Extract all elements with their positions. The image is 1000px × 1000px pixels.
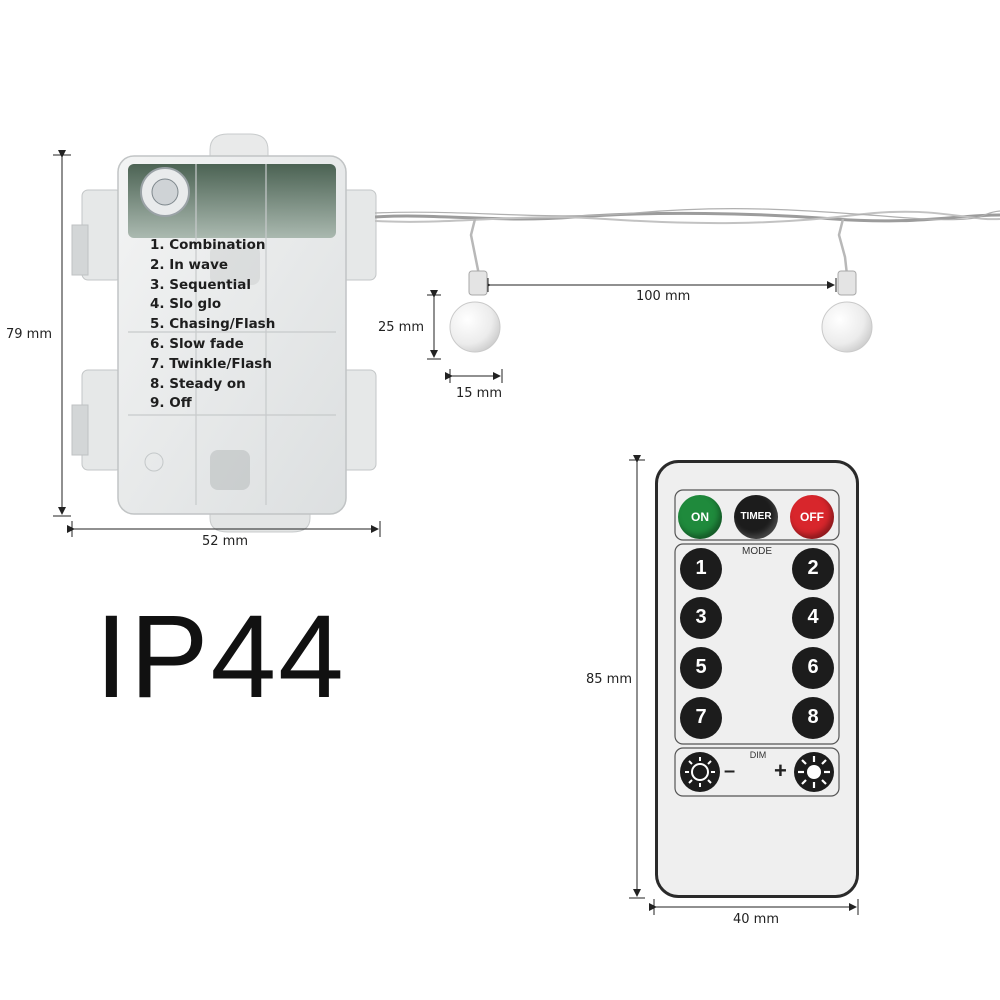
mode-item: 1. Combination xyxy=(150,237,266,253)
mode-item: 3. Sequential xyxy=(150,276,251,293)
remote-height-label: 85 mm xyxy=(586,672,633,687)
mode-label: MODE xyxy=(742,546,772,557)
mode-button-8-label: 8 xyxy=(807,706,819,728)
mode-item: 6. Slow fade xyxy=(150,335,244,352)
remote-width-label: 40 mm xyxy=(733,912,780,927)
mode-button-5[interactable] xyxy=(680,647,722,689)
mode-button-6[interactable] xyxy=(792,647,834,689)
mode-button-7-label: 7 xyxy=(695,706,707,728)
mode-button-2-label: 2 xyxy=(807,557,819,579)
mode-list: 1. Combination 2. In wave 3. Sequential … xyxy=(150,236,275,414)
bulb-socket xyxy=(468,270,488,296)
on-button[interactable] xyxy=(678,495,722,539)
off-button-label: OFF xyxy=(800,510,824,524)
mode-item: 4. Slo glo xyxy=(150,296,222,313)
wire xyxy=(375,211,1000,223)
bulb-spacing-label: 100 mm xyxy=(636,289,691,304)
dim-up-button[interactable] xyxy=(794,752,834,792)
bulb-height-label: 25 mm xyxy=(378,320,425,335)
mode-button-1-label: 1 xyxy=(695,557,707,579)
mode-button-3[interactable] xyxy=(680,597,722,639)
mode-item: 8. Steady on xyxy=(150,375,246,392)
dim-down-button[interactable] xyxy=(680,752,720,792)
mode-button-6-label: 6 xyxy=(807,656,819,678)
mode-button-5-label: 5 xyxy=(695,656,707,678)
sun-dim-icon xyxy=(685,757,715,787)
box-width-label: 52 mm xyxy=(202,534,249,549)
battery-box xyxy=(60,120,390,540)
on-button-label: ON xyxy=(691,510,709,524)
mode-button-4-label: 4 xyxy=(807,606,819,628)
mode-button-7[interactable] xyxy=(680,697,722,739)
sun-bright-icon xyxy=(798,756,830,788)
mode-button-1[interactable] xyxy=(680,548,722,590)
mode-group-frame xyxy=(674,543,840,745)
dim-plus-label: + xyxy=(774,758,787,783)
ip-rating: IP44 xyxy=(95,591,346,723)
mode-item: 7. Twinkle/Flash xyxy=(150,355,272,372)
dim-label: DIM xyxy=(749,750,767,760)
timer-button[interactable] xyxy=(734,495,778,539)
power-group-frame xyxy=(674,489,840,541)
mode-button-3-label: 3 xyxy=(695,606,707,628)
bulb-width-label: 15 mm xyxy=(456,386,503,401)
mode-item: 2. In wave xyxy=(150,256,229,273)
light-string xyxy=(375,208,1000,353)
timer-button-label: TIMER xyxy=(740,511,772,522)
dim-minus-label: – xyxy=(724,760,736,782)
battery-box-drawing xyxy=(71,133,377,533)
off-button[interactable] xyxy=(790,495,834,539)
box-height-label: 79 mm xyxy=(6,327,53,342)
mode-item: 5. Chasing/Flash xyxy=(150,316,276,333)
mode-button-8[interactable] xyxy=(792,697,834,739)
bulb-socket xyxy=(837,270,857,296)
dim-group-frame xyxy=(674,747,840,797)
mode-button-4[interactable] xyxy=(792,597,834,639)
mode-button-2[interactable] xyxy=(792,548,834,590)
mode-item: 9. Off xyxy=(150,395,192,412)
bulb xyxy=(449,301,501,353)
bulb xyxy=(821,301,873,353)
